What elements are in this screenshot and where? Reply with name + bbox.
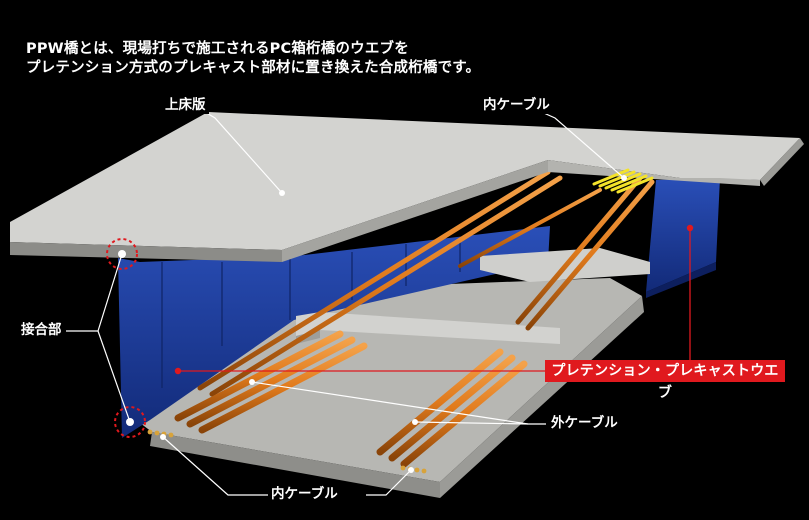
- intro-text: PPW橋とは、現場打ちで施工されるPC箱桁橋のウエブを プレテンション方式のプレ…: [26, 40, 480, 78]
- upper-slab: [10, 112, 804, 262]
- label-inner-cable-bottom: 内ケーブル: [268, 486, 341, 503]
- diagonal-cables: [197, 169, 655, 397]
- label-external-cable: 外ケーブル: [548, 415, 621, 432]
- label-upper-slab: 上床版: [162, 97, 209, 114]
- intro-line-1: PPW橋とは、現場打ちで施工されるPC箱桁橋のウエブを: [26, 41, 409, 57]
- label-joint: 接合部: [18, 322, 65, 339]
- right-web: [646, 178, 720, 298]
- intro-line-2: プレテンション方式のプレキャスト部材に置き換えた合成桁橋です。: [26, 60, 481, 76]
- leader-dots: [160, 175, 627, 473]
- bottom-cables: [174, 330, 528, 468]
- label-pretension-web: プレテンション・プレキャストウエブ: [545, 360, 785, 401]
- web-leader: [174, 224, 694, 375]
- inner-cables-top: [592, 168, 654, 194]
- label-inner-cable-top: 内ケーブル: [480, 97, 553, 114]
